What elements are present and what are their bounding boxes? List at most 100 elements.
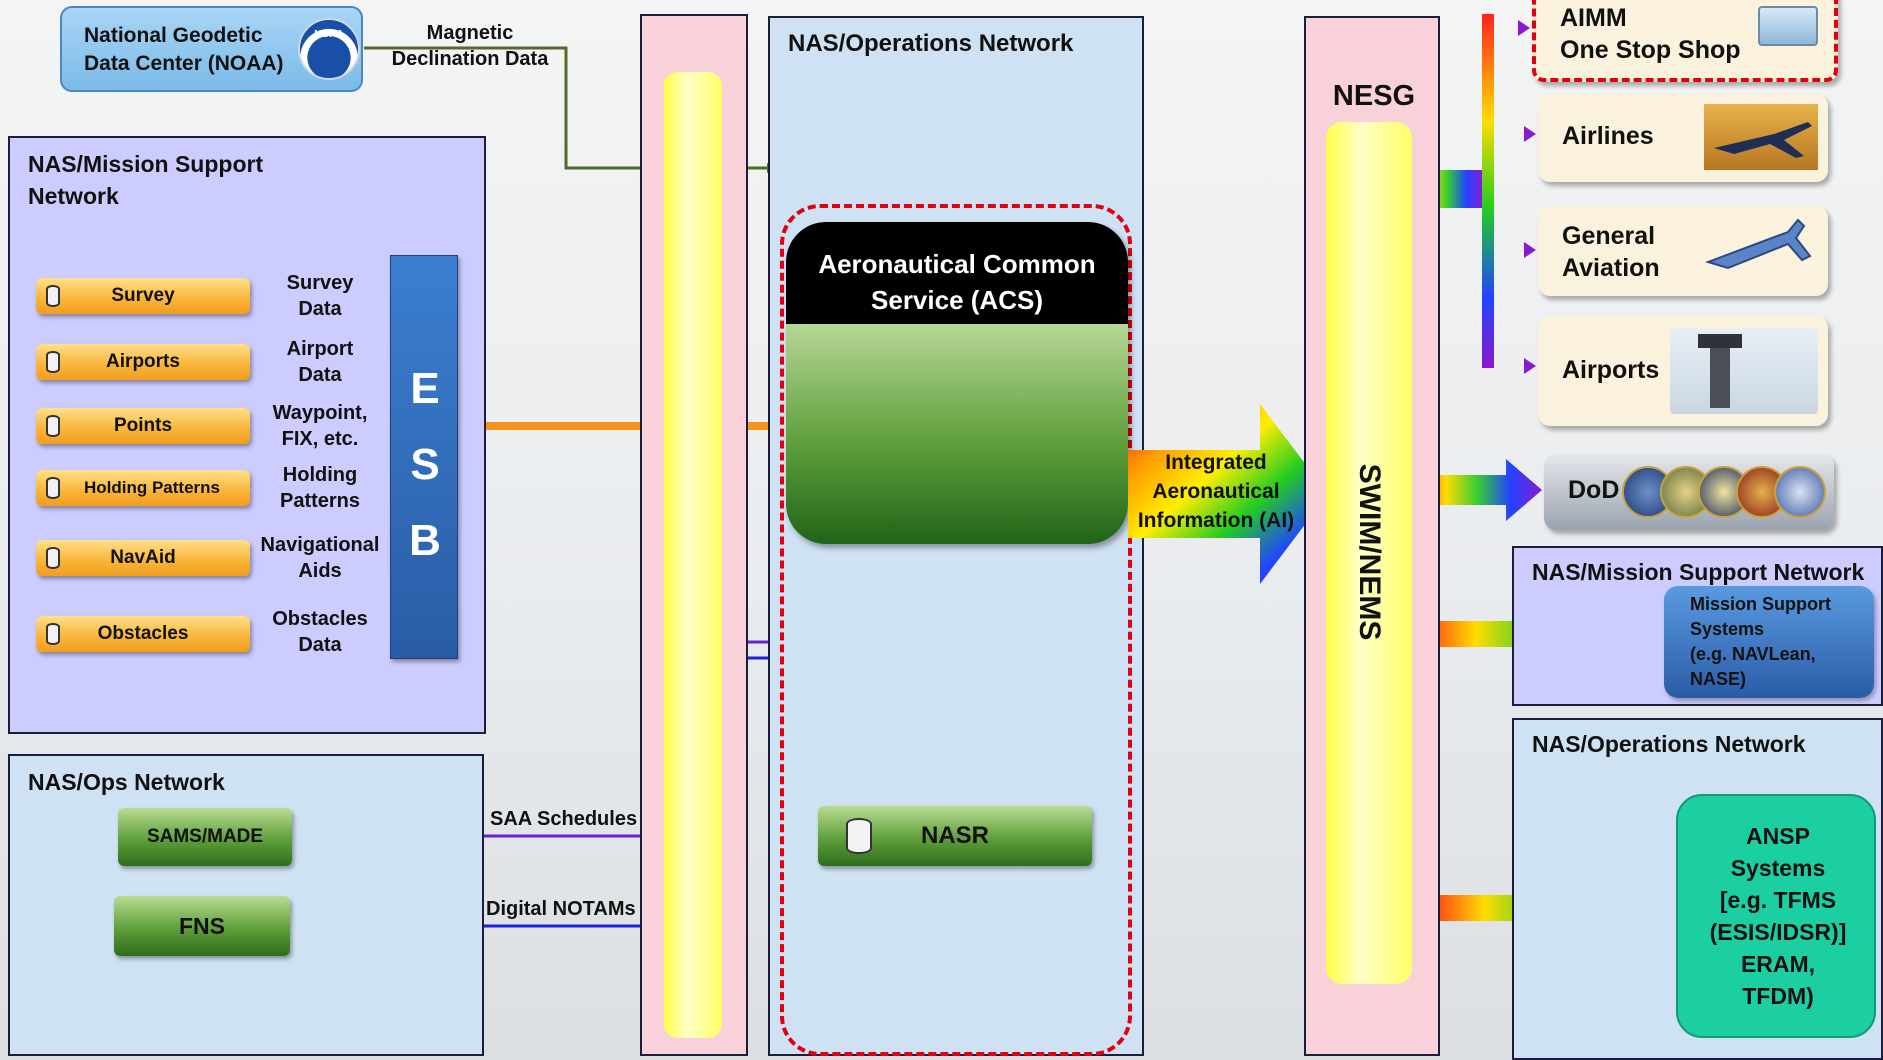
- sams-made-label: SAMS/MADE: [146, 826, 264, 847]
- flow-label-line: Survey: [286, 272, 354, 294]
- esb-letter-s: S: [410, 440, 440, 489]
- database-icon: [846, 818, 872, 854]
- flow-label-line: Data: [298, 634, 342, 656]
- sams-made-node: SAMS/MADE: [118, 808, 292, 866]
- source-label: Holding Patterns: [83, 478, 220, 497]
- noaa-logo-text: NOAA: [314, 29, 344, 40]
- source-label: NavAid: [110, 547, 176, 568]
- digital-notams-label: Digital NOTAMs: [486, 898, 636, 920]
- flow-label-line: Patterns: [279, 490, 361, 512]
- flow-label-line: Navigational: [260, 534, 380, 556]
- general-aviation-card: General Aviation: [1538, 206, 1828, 296]
- acs-boundary: [780, 204, 1132, 1056]
- bus-branch-arrowhead: [1524, 126, 1536, 142]
- source-node-obstacles: Obstacles: [36, 616, 250, 652]
- bus-branch-arrowhead: [1524, 358, 1536, 374]
- ansp-systems-line: TFDM): [1742, 983, 1814, 1009]
- source-node-airports: Airports: [36, 344, 250, 380]
- database-icon: [46, 415, 60, 437]
- source-label: Points: [113, 415, 173, 436]
- computer-icon: [1758, 6, 1818, 46]
- flow-label-line: Aids: [298, 560, 342, 582]
- noaa-box: National Geodetic Data Center (NOAA) NOA…: [60, 6, 363, 92]
- fns-node: FNS: [114, 896, 290, 956]
- ga-label-line2: Aviation: [1562, 254, 1660, 282]
- source-node-holding-patterns: Holding Patterns: [36, 470, 250, 506]
- ops-right-title: NAS/Operations Network: [1532, 731, 1806, 757]
- noaa-label-line1: National Geodetic: [84, 24, 263, 47]
- source-label: Airports: [106, 351, 180, 372]
- source-node-points: Points: [36, 408, 250, 444]
- airports-consumer-label: Airports: [1562, 356, 1660, 384]
- source-label: Survey: [111, 285, 175, 306]
- ops-left-title: NAS/Ops Network: [28, 769, 225, 795]
- control-tower-icon: [1670, 328, 1818, 414]
- ansp-systems-line: ANSP: [1746, 823, 1810, 849]
- ops-center-title: NAS/Operations Network: [788, 30, 1074, 57]
- flow-label-line: Airport: [286, 338, 354, 360]
- integrated-line1: Integrated: [1165, 451, 1267, 474]
- mission-support-right-title: NAS/Mission Support Network: [1532, 559, 1865, 585]
- source-label: Obstacles: [97, 623, 189, 644]
- nesg-title: NESG: [1332, 80, 1416, 112]
- airlines-label: Airlines: [1562, 122, 1654, 150]
- airliner-icon: [1704, 104, 1818, 170]
- small-plane-icon: [1704, 218, 1812, 270]
- esb-letter-e: E: [410, 364, 440, 413]
- flow-label-line: Obstacles: [272, 608, 368, 630]
- acs-box: Aeronautical Common Service (ACS): [786, 222, 1128, 544]
- database-icon: [46, 547, 60, 569]
- ansp-systems-line: [e.g. TFMS: [1719, 887, 1837, 913]
- flow-label-line: FIX, etc.: [281, 428, 359, 450]
- magnetic-line1: Magnetic: [426, 22, 514, 44]
- noaa-logo: NOAA: [298, 18, 360, 80]
- flow-label-line: Waypoint,: [272, 402, 368, 424]
- dod-card: DoD: [1544, 454, 1834, 530]
- airlines-card: Airlines: [1538, 94, 1828, 182]
- noaa-label-line2: Data Center (NOAA): [84, 52, 284, 75]
- esb-letter-b: B: [409, 516, 441, 565]
- ansp-systems-line: (ESIS/IDSR)]: [1709, 919, 1847, 945]
- consumer-bus-line: [1482, 14, 1494, 368]
- database-icon: [46, 623, 60, 645]
- aimm-label-line1: AIMM: [1560, 4, 1627, 32]
- mission-support-systems-line: Mission Support: [1690, 594, 1831, 614]
- magnetic-line2: Declination Data: [391, 48, 549, 70]
- source-node-survey: Survey: [36, 278, 250, 314]
- swim-nems-label: SWIM/NEMS: [1353, 463, 1386, 641]
- swim-nems-bar: SWIM/NEMS: [1326, 122, 1412, 984]
- security-gateway-bar-left: [664, 72, 722, 1038]
- database-icon: [46, 351, 60, 373]
- esb-bar: E S B: [390, 255, 458, 659]
- integrated-ai-arrow: [1128, 404, 1328, 584]
- database-icon: [46, 285, 60, 307]
- flow-label-line: Data: [298, 364, 342, 386]
- nasr-node: NASR: [818, 806, 1092, 866]
- mission-support-title-line1: NAS/Mission Support: [28, 151, 264, 177]
- mission-support-systems-line: (e.g. NAVLean,: [1690, 644, 1816, 664]
- fns-label: FNS: [179, 912, 225, 939]
- integrated-line3: Information (AI): [1137, 509, 1295, 532]
- acs-title-line1: Aeronautical Common: [818, 249, 1096, 279]
- magnetic-declination-label: Magnetic Declination Data: [380, 20, 560, 72]
- database-icon: [46, 477, 60, 499]
- ga-label-line1: General: [1562, 222, 1656, 250]
- ansp-systems-line: ERAM,: [1740, 951, 1816, 977]
- dod-label: DoD: [1568, 476, 1620, 504]
- bus-branch-arrowhead: [1524, 242, 1536, 258]
- dod-seal-icons: [1622, 464, 1828, 520]
- saa-schedules-label: SAA Schedules: [490, 808, 638, 830]
- flow-label-line: Holding: [282, 464, 358, 486]
- swim-to-dod-arrow: [1414, 459, 1542, 521]
- bus-branch-arrowhead: [1518, 20, 1530, 36]
- acs-title-line2: Service (ACS): [871, 285, 1043, 315]
- airliner-shape: [1714, 122, 1812, 158]
- airports-card: Airports: [1538, 316, 1828, 426]
